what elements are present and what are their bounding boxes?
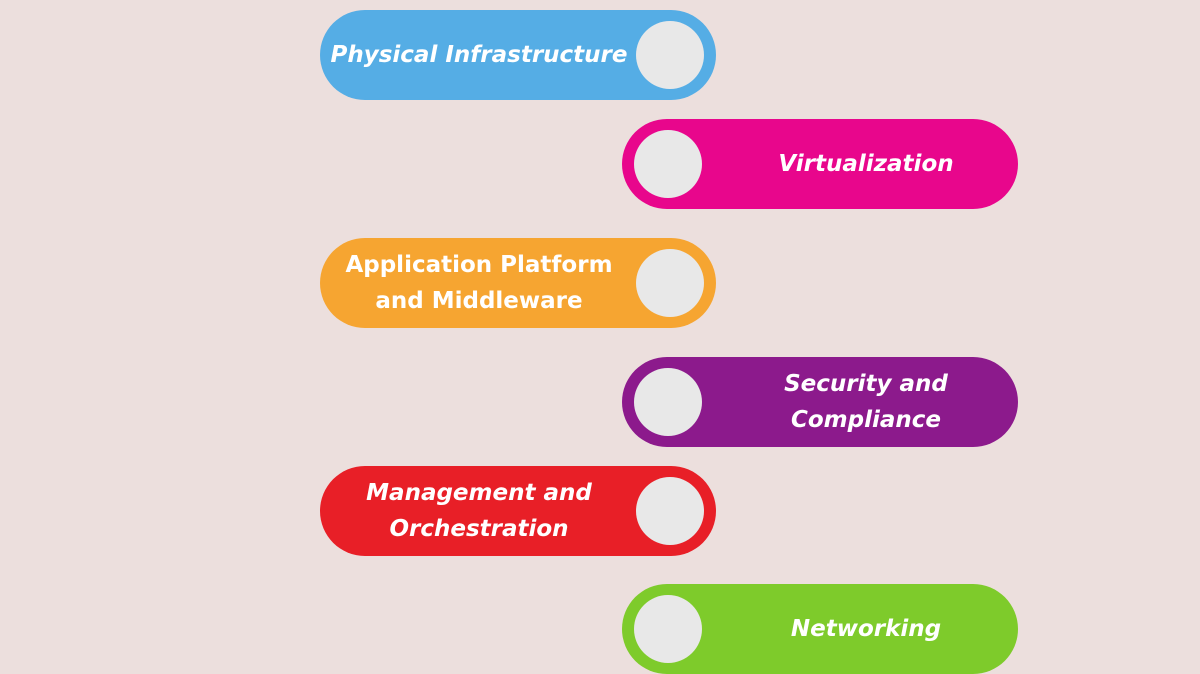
circle-marker-icon bbox=[634, 595, 702, 663]
circle-marker-icon bbox=[636, 249, 704, 317]
pill-security-compliance: Security and Compliance bbox=[622, 357, 1018, 447]
pill-virtualization: Virtualization bbox=[622, 119, 1018, 209]
pill-label: Security and Compliance bbox=[784, 371, 948, 433]
pill-label: Application Platform and Middleware bbox=[345, 252, 613, 314]
pill-label: Virtualization bbox=[778, 151, 954, 177]
pill-management-orchestration: Management and Orchestration bbox=[320, 466, 716, 556]
circle-marker-icon bbox=[634, 368, 702, 436]
pill-application-platform: Application Platform and Middleware bbox=[320, 238, 716, 328]
circle-marker-icon bbox=[634, 130, 702, 198]
pill-label: Physical Infrastructure bbox=[330, 42, 628, 68]
pill-label: Management and Orchestration bbox=[366, 480, 592, 542]
pill-physical-infrastructure: Physical Infrastructure bbox=[320, 10, 716, 100]
pill-label: Networking bbox=[790, 616, 942, 642]
pill-networking: Networking bbox=[622, 584, 1018, 674]
circle-marker-icon bbox=[636, 21, 704, 89]
circle-marker-icon bbox=[636, 477, 704, 545]
